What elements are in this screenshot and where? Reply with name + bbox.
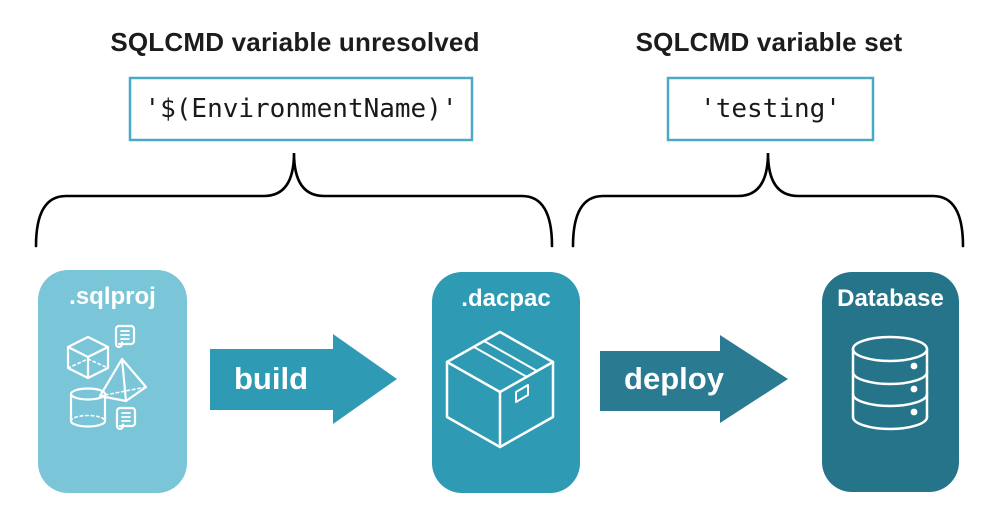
build-arrow-label: build [233, 361, 309, 396]
database-cylinder-icon [851, 335, 929, 431]
code-value-unresolved: '$(EnvironmentName)' [144, 94, 458, 124]
heading-unresolved: SQLCMD variable unresolved [110, 27, 480, 57]
deploy-arrow-label: deploy [624, 361, 724, 396]
cylinder-icon [69, 387, 107, 428]
sql-project-objects-icon [66, 324, 148, 431]
script-scroll-icon [115, 406, 137, 431]
code-value-set: 'testing' [700, 94, 841, 124]
stage-label-sqlproj: .sqlproj [69, 283, 156, 310]
build-arrow [210, 334, 397, 424]
brace-right [571, 152, 965, 248]
heading-set: SQLCMD variable set [635, 27, 903, 57]
deploy-arrow [600, 335, 788, 423]
stage-box-sqlproj [38, 270, 187, 493]
stage-label-dacpac: .dacpac [461, 285, 551, 312]
package-box-icon [445, 330, 555, 449]
cube-icon [66, 335, 110, 380]
stage-label-database: Database [837, 285, 944, 312]
script-scroll-icon [114, 324, 136, 349]
stage-box-dacpac [432, 272, 580, 493]
pyramid-icon [98, 357, 148, 403]
stage-box-database [822, 272, 959, 492]
code-box-unresolved [128, 76, 474, 142]
code-box-set [666, 76, 875, 142]
brace-left [34, 152, 554, 248]
